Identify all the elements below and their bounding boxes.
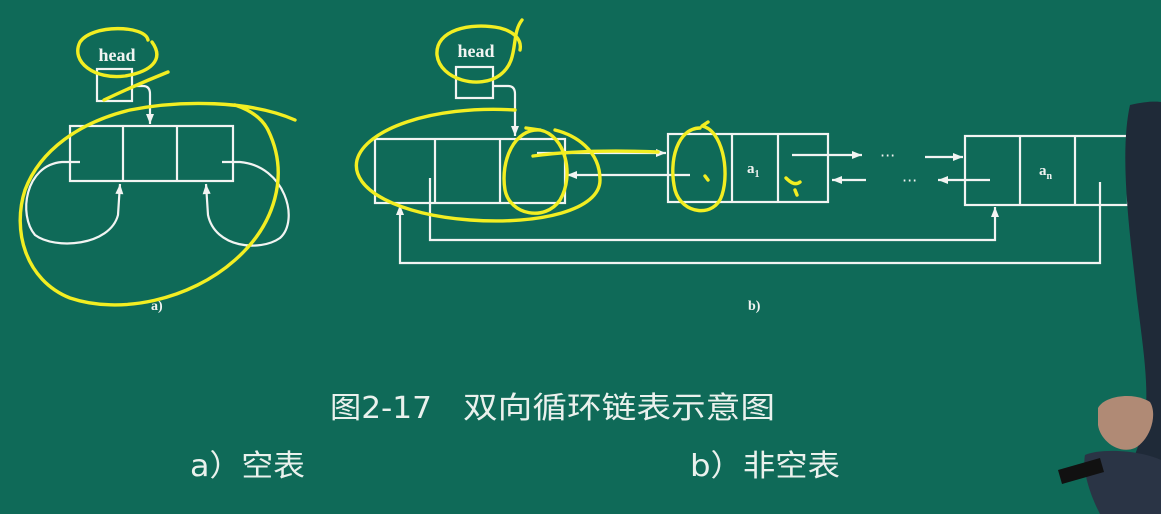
- presenter-silhouette: [1058, 101, 1161, 514]
- node-data-letter: a: [747, 161, 755, 177]
- next-self-loop-arrow: [202, 160, 290, 247]
- node-outline: [68, 124, 235, 183]
- node-outline: [373, 137, 567, 205]
- head-highlight-circle: [76, 26, 159, 79]
- head-label: head: [98, 45, 135, 65]
- diagram-b-caption: b): [748, 299, 761, 314]
- next-link-highlight: [531, 149, 660, 158]
- node-outline: [666, 132, 830, 204]
- head-pointer-arrow: [132, 84, 154, 124]
- figure-caption: 图2-17 双向循环链表示意图 a）空表 b）非空表: [190, 391, 840, 484]
- figure-title: 双向循环链表示意图: [463, 391, 775, 426]
- node-data-subscript: 1: [755, 169, 760, 180]
- head-box-strike: [102, 70, 170, 102]
- head-node: [373, 137, 567, 205]
- subcaption-a: a）空表: [190, 449, 305, 484]
- prior-dot-mark: [703, 174, 710, 182]
- diagram-a-caption: a): [151, 299, 163, 314]
- presenter-sleeve: [1084, 450, 1161, 514]
- node-data-subscript: n: [1047, 171, 1053, 182]
- last-next-to-head-arrow: [396, 182, 1102, 265]
- node-data-label: an: [1039, 163, 1053, 182]
- remote-control: [1058, 458, 1104, 484]
- node-highlight-loop: [18, 101, 297, 307]
- presenter-hand: [1098, 396, 1154, 450]
- diagram-a-empty-list: head a): [18, 26, 297, 314]
- figure-number: 图2-17: [330, 391, 432, 426]
- node-data-label: a1: [747, 161, 760, 180]
- ellipsis-next: ···: [880, 146, 895, 165]
- ellipsis-prior: ···: [902, 171, 917, 190]
- first-data-node: a1: [666, 132, 830, 204]
- data-field-tick-mark: [784, 176, 802, 197]
- diagram-b-nonempty-list: head a1 an: [354, 18, 1130, 314]
- node-data-letter: a: [1039, 163, 1047, 179]
- head-node: [68, 124, 235, 183]
- highlight-annotations-b: [354, 18, 802, 223]
- highlight-annotations-a: [18, 26, 297, 307]
- head-prior-to-last-arrow: [428, 178, 999, 242]
- head-pointer-box: [454, 65, 495, 100]
- prior-self-loop-arrow: [25, 160, 124, 245]
- head-label: head: [457, 41, 494, 61]
- first-prior-field-circle: [671, 120, 727, 213]
- subcaption-b: b）非空表: [690, 449, 840, 484]
- head-pointer-arrow: [493, 84, 519, 136]
- head-next-field-circle: [502, 126, 569, 215]
- head-highlight-circle: [435, 18, 524, 84]
- head-node-highlight-loop: [354, 107, 602, 223]
